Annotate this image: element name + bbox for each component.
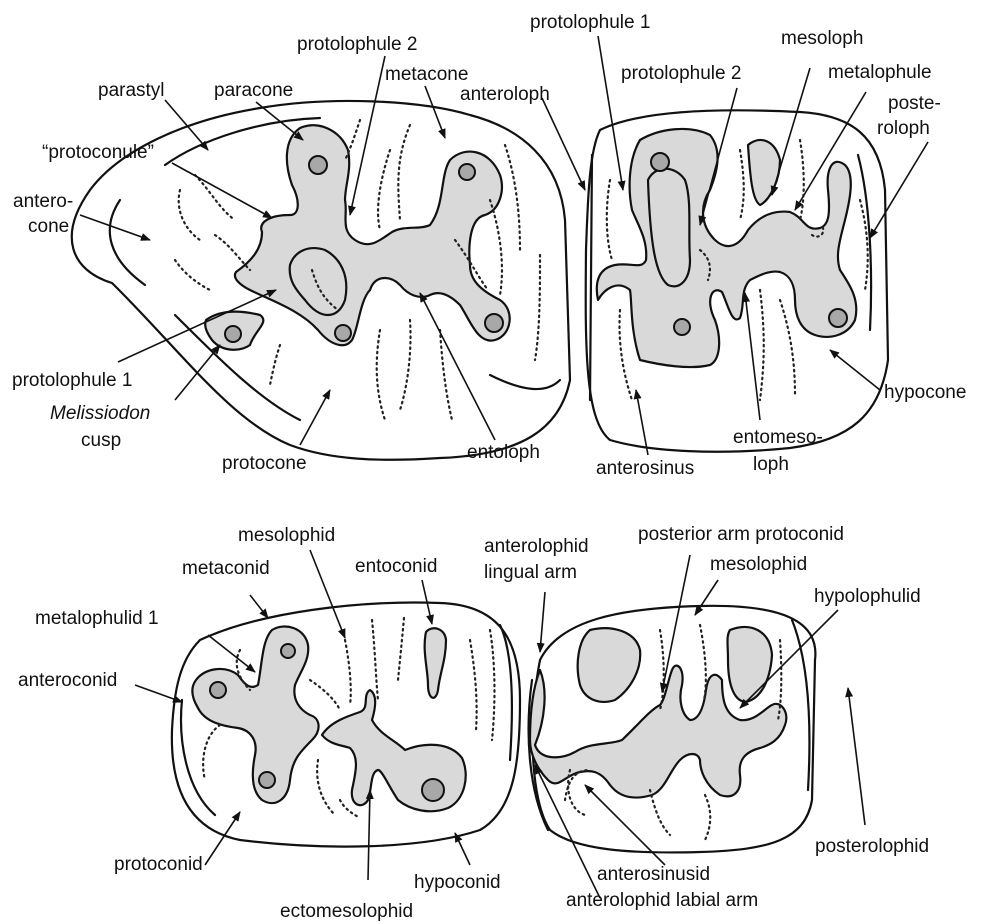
label-entomesoloph-2: loph [753,454,789,475]
label-posteroloph-1: poste- [888,93,941,114]
label-protocone: protocone [222,453,307,474]
label-anteroloph: anteroloph [460,84,550,105]
label-m2-protolophule-2: protolophule 2 [621,63,741,84]
label-anterosinusid: anterosinusid [597,864,710,885]
label-melissiodon: Melissiodon [50,403,150,424]
label-anterocone-1: antero- [13,191,73,212]
label-posteroloph-2: roloph [877,118,930,139]
label-protoconid: protoconid [114,854,203,875]
label-metalophule: metalophule [828,62,932,83]
upper-molar-2 [586,110,888,451]
label-posterior-arm-protoconid: posterior arm protoconid [638,524,844,545]
label-anterolophid-lingual-1: anterolophid [484,536,589,557]
label-anterocone-2: cone [28,216,69,237]
label-metacone: metacone [385,64,468,85]
label-anterolophid-lingual-2: lingual arm [484,562,577,583]
label-m2-protolophule-1: protolophule 1 [530,12,650,33]
label-paracone: paracone [214,80,293,101]
label-protolophule-2: protolophule 2 [297,34,417,55]
label-protolophule-1: protolophule 1 [12,370,132,391]
labels: paracone protolophule 2 metacone parasty… [12,12,966,922]
label-entomesoloph-1: entomeso- [733,427,823,448]
label-anterolophid-labial-arm: anterolophid labial arm [566,890,758,911]
label-hypolophulid: hypolophulid [814,586,921,607]
label-anteroconid: anteroconid [18,670,117,691]
label-posterolophid: posterolophid [815,836,929,857]
label-mesolophid: mesolophid [238,525,335,546]
label-hypocone: hypocone [884,382,966,403]
label-melissiodon-cusp: cusp [81,430,121,451]
label-mesoloph: mesoloph [781,28,863,49]
label-hypoconid: hypoconid [414,872,501,893]
label-metaconid: metaconid [182,558,270,579]
label-protoconule: “protoconule” [42,142,154,163]
label-entoloph: entoloph [467,442,540,463]
pointer-arrows [80,36,928,898]
label-anterosinus: anterosinus [596,458,694,479]
label-metalophulid-1: metalophulid 1 [35,608,159,629]
label-parastyl: parastyl [98,80,165,101]
label-entoconid: entoconid [355,556,437,577]
label-ectomesolophid: ectomesolophid [280,901,413,922]
lower-molar-1 [172,603,520,847]
label-m2-mesolophid: mesolophid [710,554,807,575]
